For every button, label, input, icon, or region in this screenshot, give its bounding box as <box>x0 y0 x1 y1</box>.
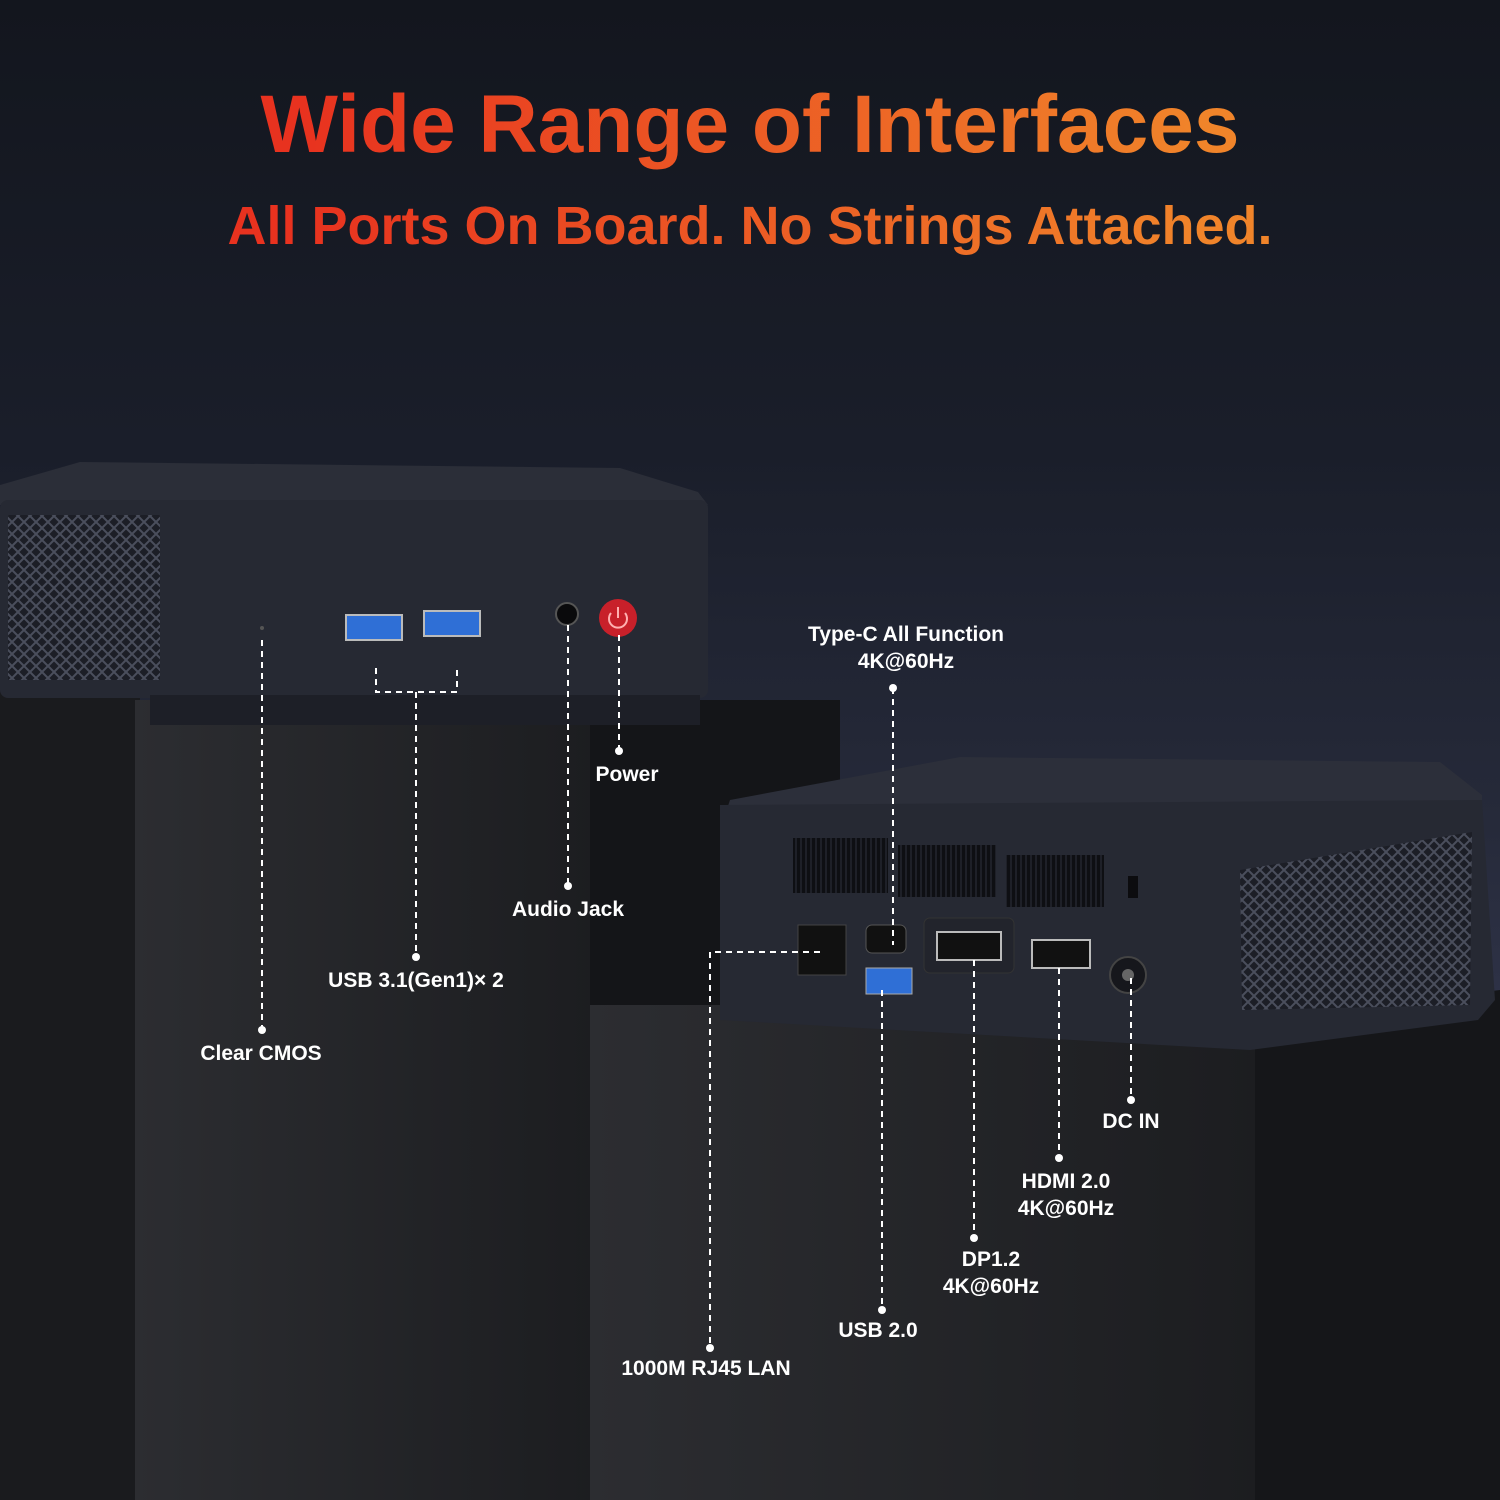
callout-dots <box>258 684 1135 1352</box>
front-mini-pc <box>0 462 708 725</box>
label-dp: DP1.2 4K@60Hz <box>943 1246 1039 1300</box>
label-lan: 1000M RJ45 LAN <box>621 1357 791 1380</box>
label-audio-jack: Audio Jack <box>511 898 625 921</box>
label-usb31: USB 3.1(Gen1)× 2 <box>328 969 504 992</box>
label-hdmi-line1: HDMI 2.0 <box>1021 1170 1111 1193</box>
label-hdmi: HDMI 2.0 4K@60Hz <box>1018 1168 1114 1222</box>
label-dp-line1: DP1.2 <box>961 1248 1021 1271</box>
label-clear-cmos: Clear CMOS <box>200 1042 322 1065</box>
label-dc-in: DC IN <box>1102 1110 1160 1133</box>
page-title: Wide Range of Interfaces <box>0 78 1500 172</box>
rear-mini-pc <box>720 757 1495 1050</box>
label-usb20: USB 2.0 <box>838 1319 918 1342</box>
page-subtitle: All Ports On Board. No Strings Attached. <box>0 195 1500 257</box>
label-typec: Type-C All Function 4K@60Hz <box>808 621 1004 675</box>
label-power: Power <box>595 763 659 786</box>
label-hdmi-line2: 4K@60Hz <box>1017 1197 1115 1220</box>
label-dp-line2: 4K@60Hz <box>942 1275 1040 1298</box>
label-typec-line1: Type-C All Function <box>808 623 1004 646</box>
right-pedestal <box>590 990 1500 1500</box>
callout-lines <box>261 625 1132 1348</box>
label-typec-line2: 4K@60Hz <box>857 650 955 673</box>
